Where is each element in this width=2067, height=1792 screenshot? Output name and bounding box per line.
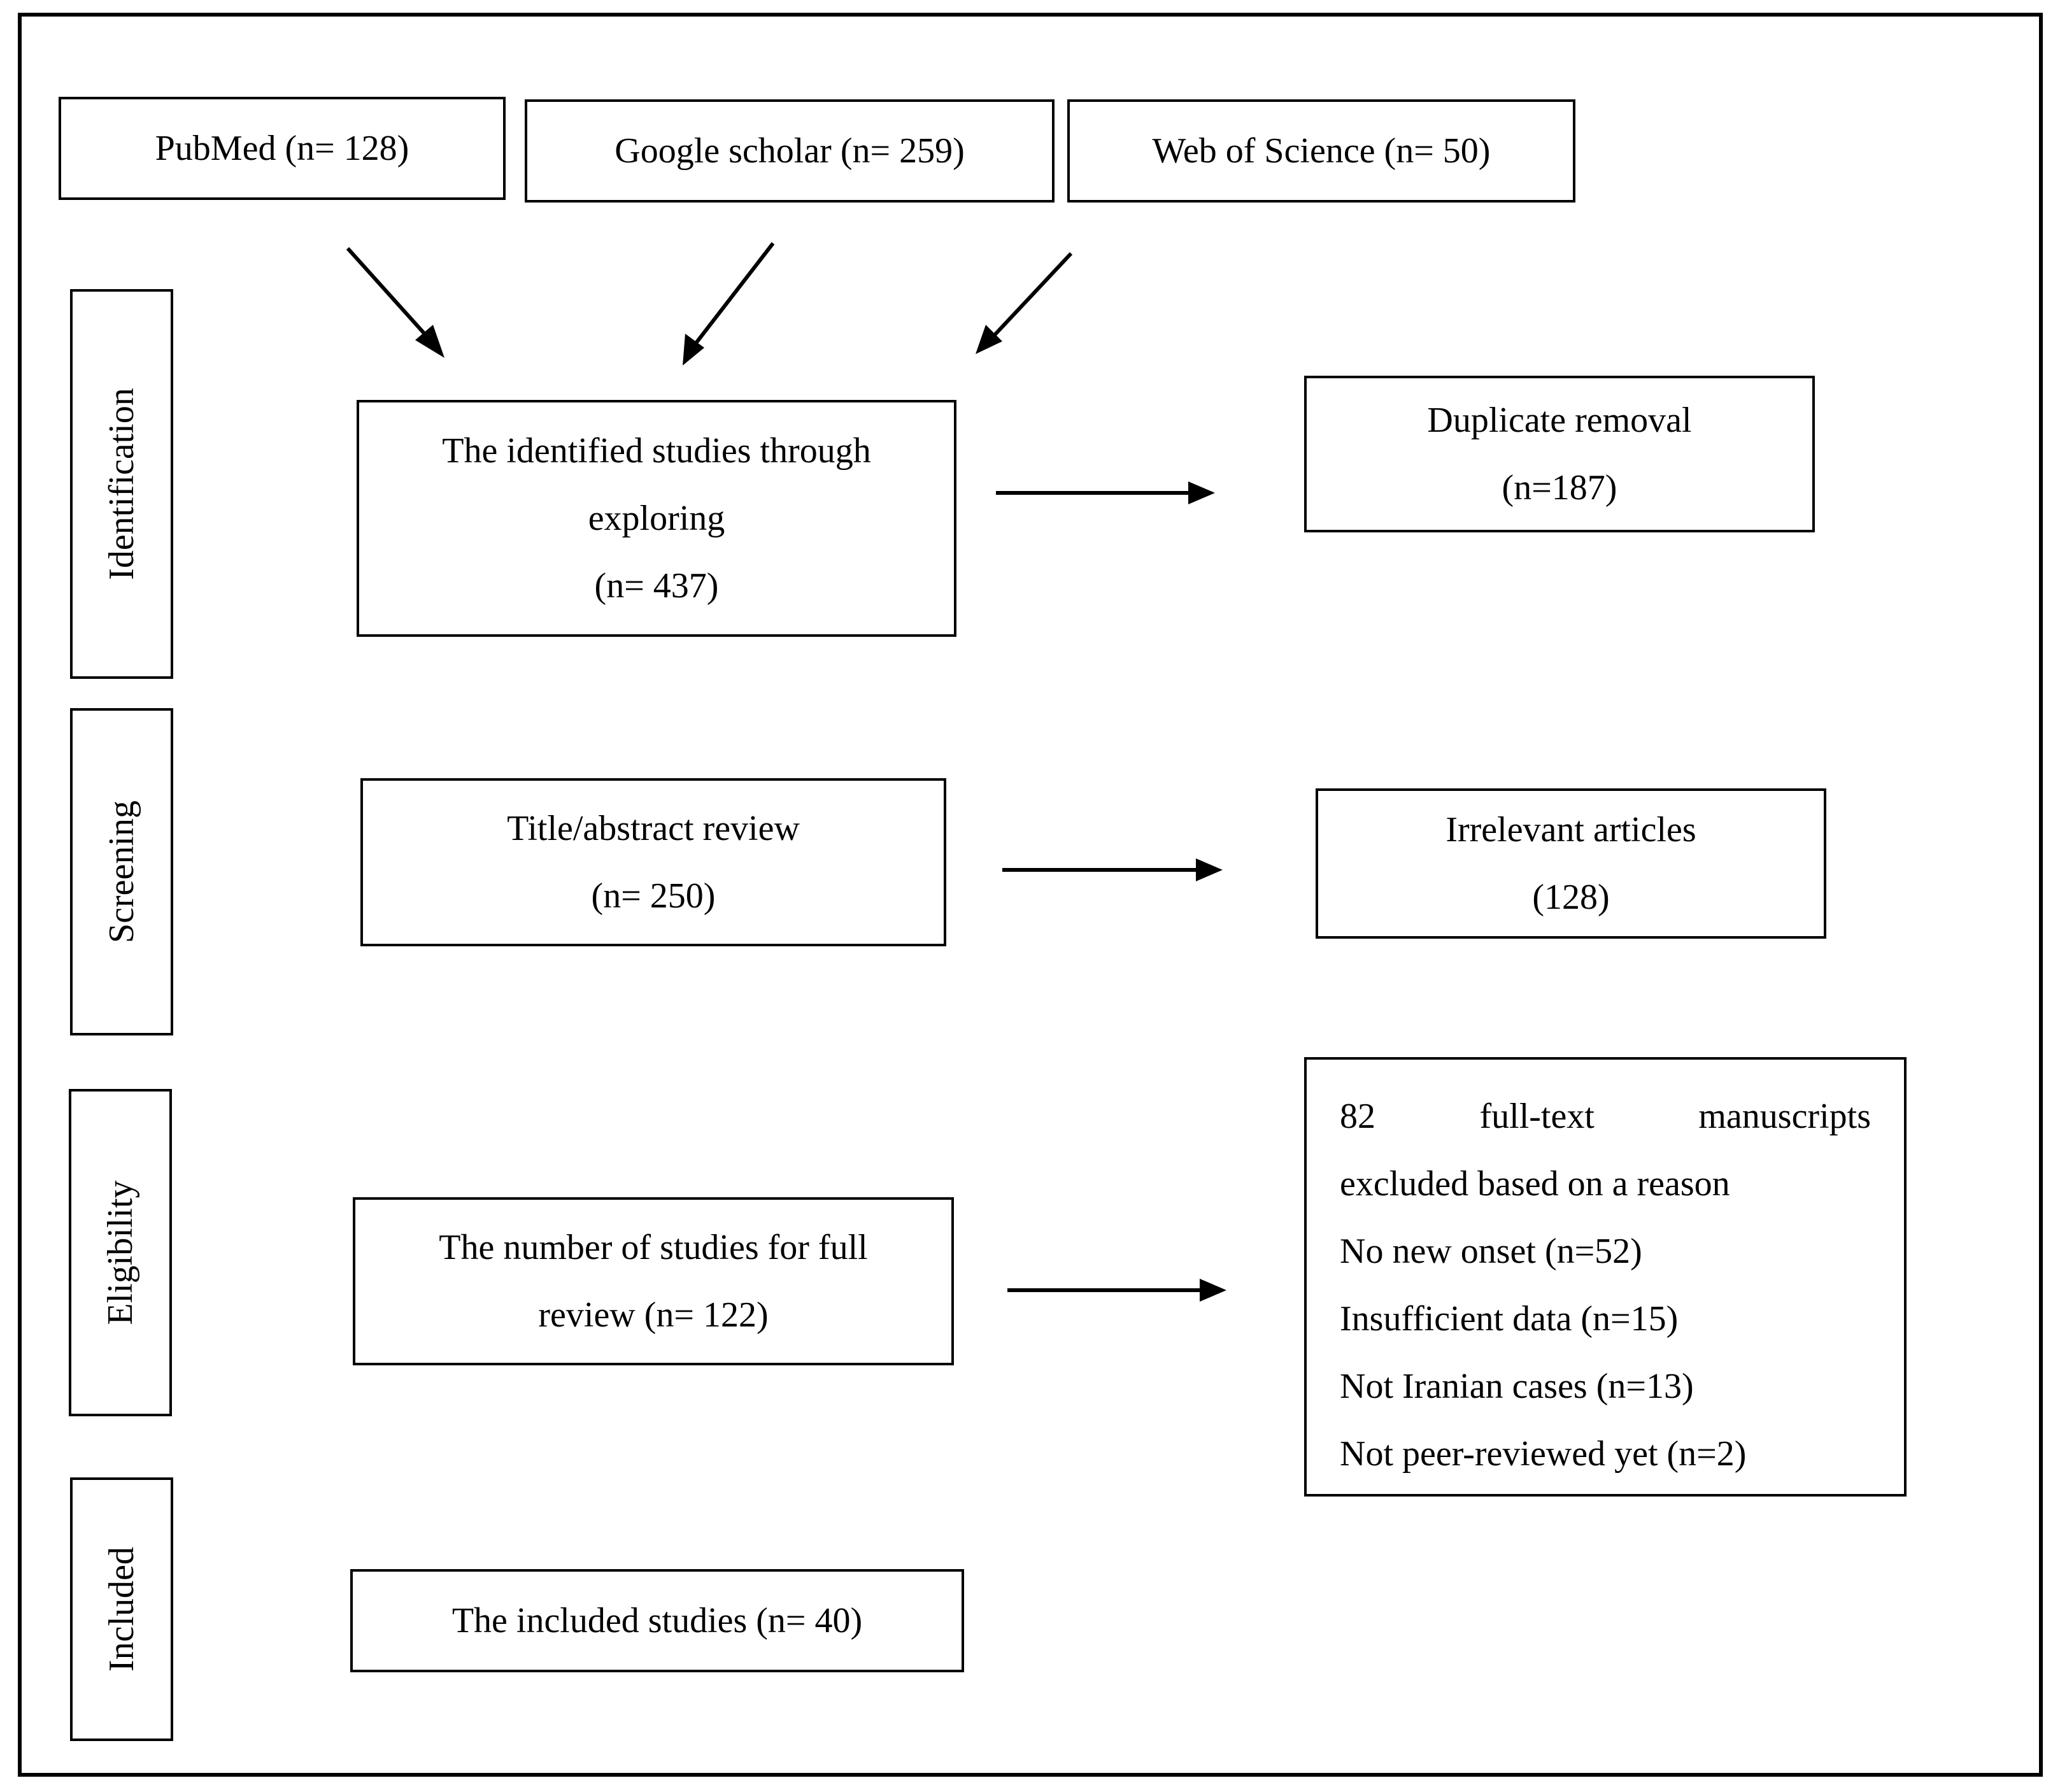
irrelevant-label: Irrelevant articles [1445, 810, 1696, 850]
source-pubmed-label: PubMed (n= 128) [155, 129, 409, 168]
full-review-line-1: The number of studies for full [439, 1228, 868, 1267]
diagram-frame [18, 13, 2043, 1777]
irrelevant-count: (128) [1532, 878, 1610, 917]
source-google-scholar-box: Google scholar (n= 259) [525, 99, 1055, 203]
exclusion-reason: Not peer-reviewed yet (n=2) [1340, 1434, 1747, 1474]
stage-screening-label: Screening [102, 800, 141, 943]
title-abstract-count: (n= 250) [591, 876, 716, 916]
full-review-line-2: review (n= 122) [538, 1295, 769, 1335]
identified-line-2: exploring [588, 499, 725, 538]
included-studies-label: The included studies (n= 40) [451, 1601, 863, 1640]
excluded-manuscripts-box: 82 full-text manuscripts excluded based … [1304, 1057, 1907, 1497]
source-web-of-science-label: Web of Science (n= 50) [1152, 131, 1491, 171]
stage-included: Included [70, 1477, 173, 1741]
duplicate-count: (n=187) [1502, 468, 1617, 508]
duplicate-label: Duplicate removal [1427, 401, 1692, 440]
stage-eligibility-label: Eligibility [101, 1180, 140, 1325]
excluded-word-manuscripts: manuscripts [1698, 1097, 1871, 1136]
excluded-heading-line-2: excluded based on a reason [1340, 1164, 1730, 1204]
identified-count: (n= 437) [594, 566, 719, 606]
duplicate-removal-box: Duplicate removal (n=187) [1304, 376, 1815, 532]
source-pubmed-box: PubMed (n= 128) [59, 97, 506, 200]
source-web-of-science-box: Web of Science (n= 50) [1067, 99, 1575, 203]
identified-studies-box: The identified studies through exploring… [357, 400, 956, 637]
exclusion-reason: Insufficient data (n=15) [1340, 1299, 1679, 1339]
irrelevant-articles-box: Irrelevant articles (128) [1316, 788, 1826, 939]
excluded-count: 82 [1340, 1097, 1375, 1136]
excluded-word-full-text: full-text [1479, 1097, 1595, 1136]
stage-identification: Identification [70, 289, 173, 679]
exclusion-reason: No new onset (n=52) [1340, 1232, 1642, 1271]
full-review-box: The number of studies for full review (n… [353, 1197, 954, 1365]
identified-line-1: The identified studies through [442, 431, 871, 471]
included-studies-box: The included studies (n= 40) [350, 1569, 964, 1672]
excluded-heading-line: 82 full-text manuscripts [1340, 1083, 1871, 1150]
stage-eligibility: Eligibility [69, 1089, 172, 1416]
stage-identification-label: Identification [102, 388, 141, 580]
stage-included-label: Included [102, 1547, 141, 1672]
title-abstract-review-box: Title/abstract review (n= 250) [360, 778, 946, 946]
stage-screening: Screening [70, 708, 173, 1035]
exclusion-reason: Not Iranian cases (n=13) [1340, 1367, 1694, 1406]
source-google-scholar-label: Google scholar (n= 259) [614, 131, 965, 171]
title-abstract-label: Title/abstract review [507, 809, 800, 848]
